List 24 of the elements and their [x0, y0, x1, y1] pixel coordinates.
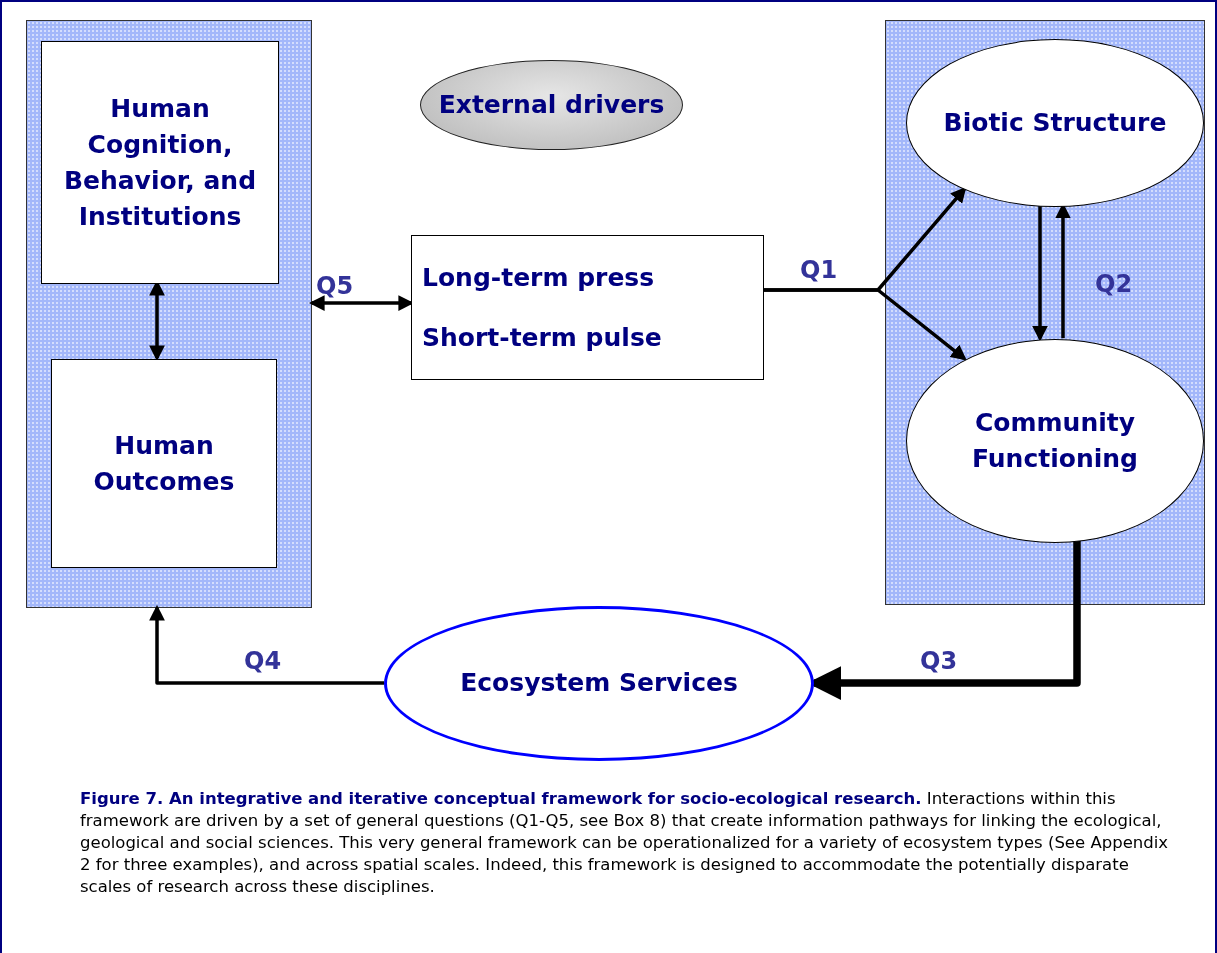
- panel-background: [26, 20, 312, 608]
- node-text: External drivers: [438, 89, 665, 121]
- arrow: [1032, 205, 1048, 342]
- arrow: [149, 604, 384, 685]
- figure-caption: Figure 7. An integrative and iterative conceptual framework for socio-ecological research. Interactions within this framework are driven by a set of general questions (Q1-Q5, see Box 8) that create information pathways for linking the ecological, geological and social sciences. This very general framework can be operationalized for a variety of ecosystem types (See Appendix 2 for three examples), and across spatial scales. Indeed, this framework is designed to accommodate the potentially disparate scales of research across these disciplines.: [80, 788, 1170, 898]
- node-text: Biotic Structure: [943, 107, 1167, 139]
- process-box: [41, 41, 279, 284]
- node-text: Community Functioning: [971, 407, 1139, 475]
- process-ellipse: [906, 39, 1204, 207]
- node-text: Human Cognition, Behavior, and Institutions: [62, 92, 258, 233]
- edge-label: Q1: [800, 256, 838, 284]
- edge-label: Q3: [920, 647, 958, 675]
- edge-label: Q2: [1095, 270, 1133, 298]
- process-box: [411, 235, 764, 380]
- node-text: Ecosystem Services: [460, 667, 738, 699]
- process-ellipse: [906, 339, 1204, 543]
- node-text: Human Outcomes: [92, 429, 236, 498]
- arrow: [764, 288, 967, 361]
- node-text: Long-term press: [422, 261, 655, 294]
- process-box: [51, 359, 277, 568]
- panel-background: [885, 20, 1205, 605]
- edge-label: Q4: [244, 647, 282, 675]
- edge-label: Q5: [316, 272, 354, 300]
- node-text: Short-term pulse: [422, 321, 662, 354]
